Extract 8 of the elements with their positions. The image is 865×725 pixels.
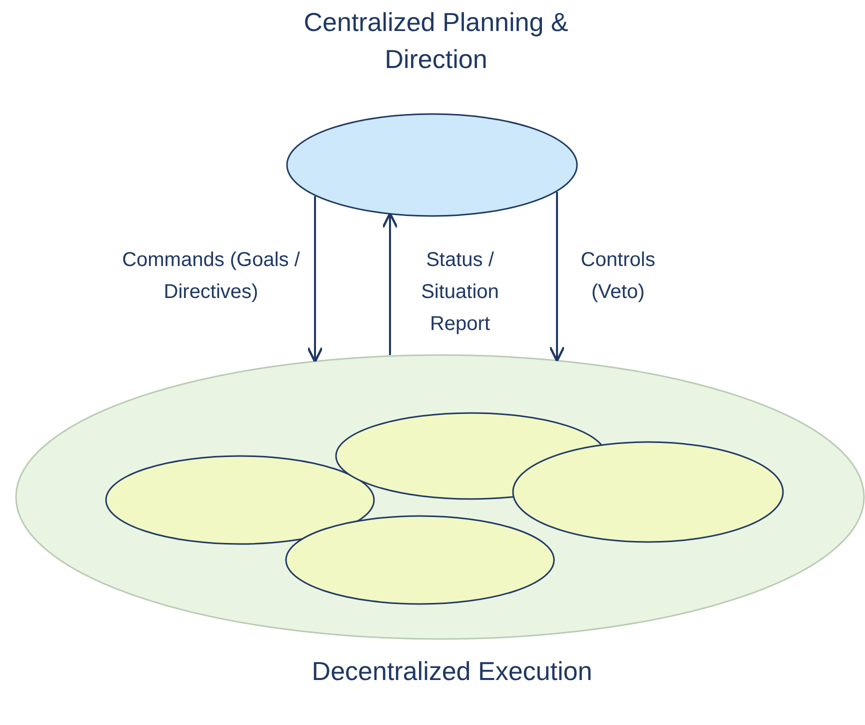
edge-label: Controls (Veto): [580, 248, 656, 305]
edge-label: Status / Situation Report: [420, 248, 500, 337]
node-heading: Centralized Planning & Direction: [302, 6, 570, 76]
node-heading: Decentralized Execution: [310, 655, 594, 688]
edge-label: Commands (Goals / Directives): [121, 248, 301, 305]
arrow: [382, 212, 398, 355]
arrow: [548, 192, 566, 362]
arrow: [306, 196, 324, 363]
